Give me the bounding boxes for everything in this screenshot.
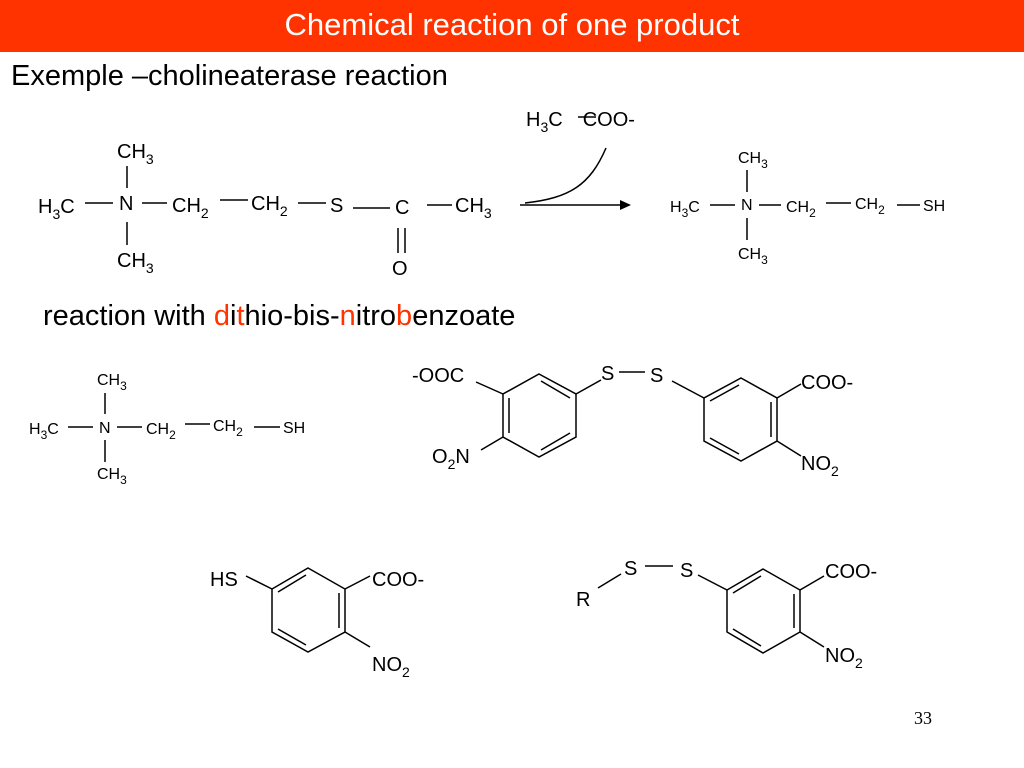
- aromatic-bond: [277, 628, 307, 646]
- aromatic-bond: [732, 575, 762, 594]
- atom-label: H3C: [670, 199, 700, 220]
- bond: [776, 383, 802, 399]
- atom-label: C: [395, 197, 409, 219]
- atom-label: H3C: [29, 421, 59, 442]
- atom-label: COO-: [372, 569, 424, 591]
- arrow-head: [620, 200, 631, 210]
- bond: [344, 631, 371, 648]
- atom-label: SH: [923, 198, 945, 215]
- thiocholine-structure: CH3 H3C N CH2 CH2 SH CH3: [670, 150, 945, 267]
- aromatic-bond: [277, 574, 307, 593]
- bond: [575, 379, 602, 395]
- atom-label: CH3: [738, 150, 768, 171]
- aromatic-bond: [732, 628, 762, 647]
- section-heading-dtnb: reaction with dithio-bis-nitrobenzoate: [43, 300, 515, 333]
- atom-label: CH3: [97, 372, 127, 393]
- bond: [799, 575, 825, 591]
- atom-label: CH3: [117, 141, 154, 167]
- slide-subtitle: Exemple –cholineaterase reaction: [11, 60, 448, 92]
- heading-part: hio-bis-: [244, 300, 340, 332]
- aromatic-bond: [540, 432, 571, 451]
- atom-label: N: [119, 193, 133, 215]
- aromatic-bond: [540, 380, 571, 399]
- atom-label: S: [601, 363, 614, 385]
- atom-label: O: [392, 258, 408, 280]
- atom-label: CH2: [251, 193, 288, 219]
- heading-part: i: [230, 300, 237, 332]
- atom-label: H3C: [38, 196, 75, 222]
- benzene-ring: [502, 373, 577, 458]
- atom-label: COO-: [825, 561, 877, 583]
- atom-label: O2N: [432, 446, 470, 472]
- atom-label: NO2: [801, 453, 839, 479]
- atom-label: NO2: [372, 654, 410, 680]
- bond: [776, 440, 802, 457]
- page-number: 33: [914, 708, 932, 728]
- title-bar: [0, 0, 1024, 52]
- benzene-ring: [271, 567, 346, 653]
- heading-part: reaction with: [43, 300, 214, 332]
- atom-label: CH3: [97, 466, 127, 487]
- benzene-ring: [703, 377, 778, 462]
- bond: [245, 575, 273, 590]
- atom-label: CH2: [172, 195, 209, 221]
- atom-label: CH2: [213, 418, 243, 439]
- atom-label: S: [330, 195, 343, 217]
- bond: [344, 575, 371, 590]
- atom-label: N: [741, 197, 753, 214]
- atom-label: NO2: [825, 645, 863, 671]
- mixed-disulfide-structure: R S S COO- NO2: [576, 558, 877, 671]
- heading-part: enzoate: [412, 300, 516, 332]
- bond: [697, 574, 728, 591]
- atom-label: R: [576, 589, 590, 611]
- atom-label: CH3: [738, 246, 768, 267]
- bond: [480, 436, 504, 451]
- atom-label: CH2: [855, 196, 885, 217]
- bond: [597, 573, 622, 589]
- atom-label: S: [624, 558, 637, 580]
- atom-label: CH3: [117, 250, 154, 276]
- heading-part-highlight: b: [396, 300, 413, 332]
- atom-label: S: [680, 560, 693, 582]
- atom-label: CH2: [146, 421, 176, 442]
- heading-part: itro: [355, 300, 397, 332]
- acetylcholine-structure: CH3 H3C N CH2 CH2 S C CH3 O CH3: [38, 141, 492, 280]
- heading-part-highlight: t: [236, 300, 245, 332]
- tnb-structure: HS COO- NO2: [210, 569, 424, 680]
- bond: [671, 380, 705, 399]
- heading-part-highlight: n: [339, 300, 356, 332]
- dtnb-structure: -OOC O2N S S COO- NO2: [412, 363, 853, 479]
- atom-label: CH2: [786, 199, 816, 220]
- atom-label: HS: [210, 569, 238, 591]
- aromatic-bond: [709, 437, 740, 455]
- slide-title: Chemical reaction of one product: [284, 7, 740, 42]
- atom-label: -OOC: [412, 365, 464, 387]
- atom-label: CH3: [455, 195, 492, 221]
- bond: [475, 381, 504, 395]
- aromatic-bond: [709, 384, 740, 402]
- curved-arrow-path: [524, 147, 607, 204]
- heading-part-highlight: d: [213, 300, 230, 332]
- benzene-ring: [726, 568, 801, 654]
- atom-label: S: [650, 365, 663, 387]
- atom-label: COO-: [801, 372, 853, 394]
- atom-label: SH: [283, 420, 305, 437]
- atom-label: N: [99, 420, 111, 437]
- thiocholine-structure-2: CH3 H3C N CH2 CH2 SH CH3: [29, 372, 305, 487]
- bond: [799, 631, 825, 648]
